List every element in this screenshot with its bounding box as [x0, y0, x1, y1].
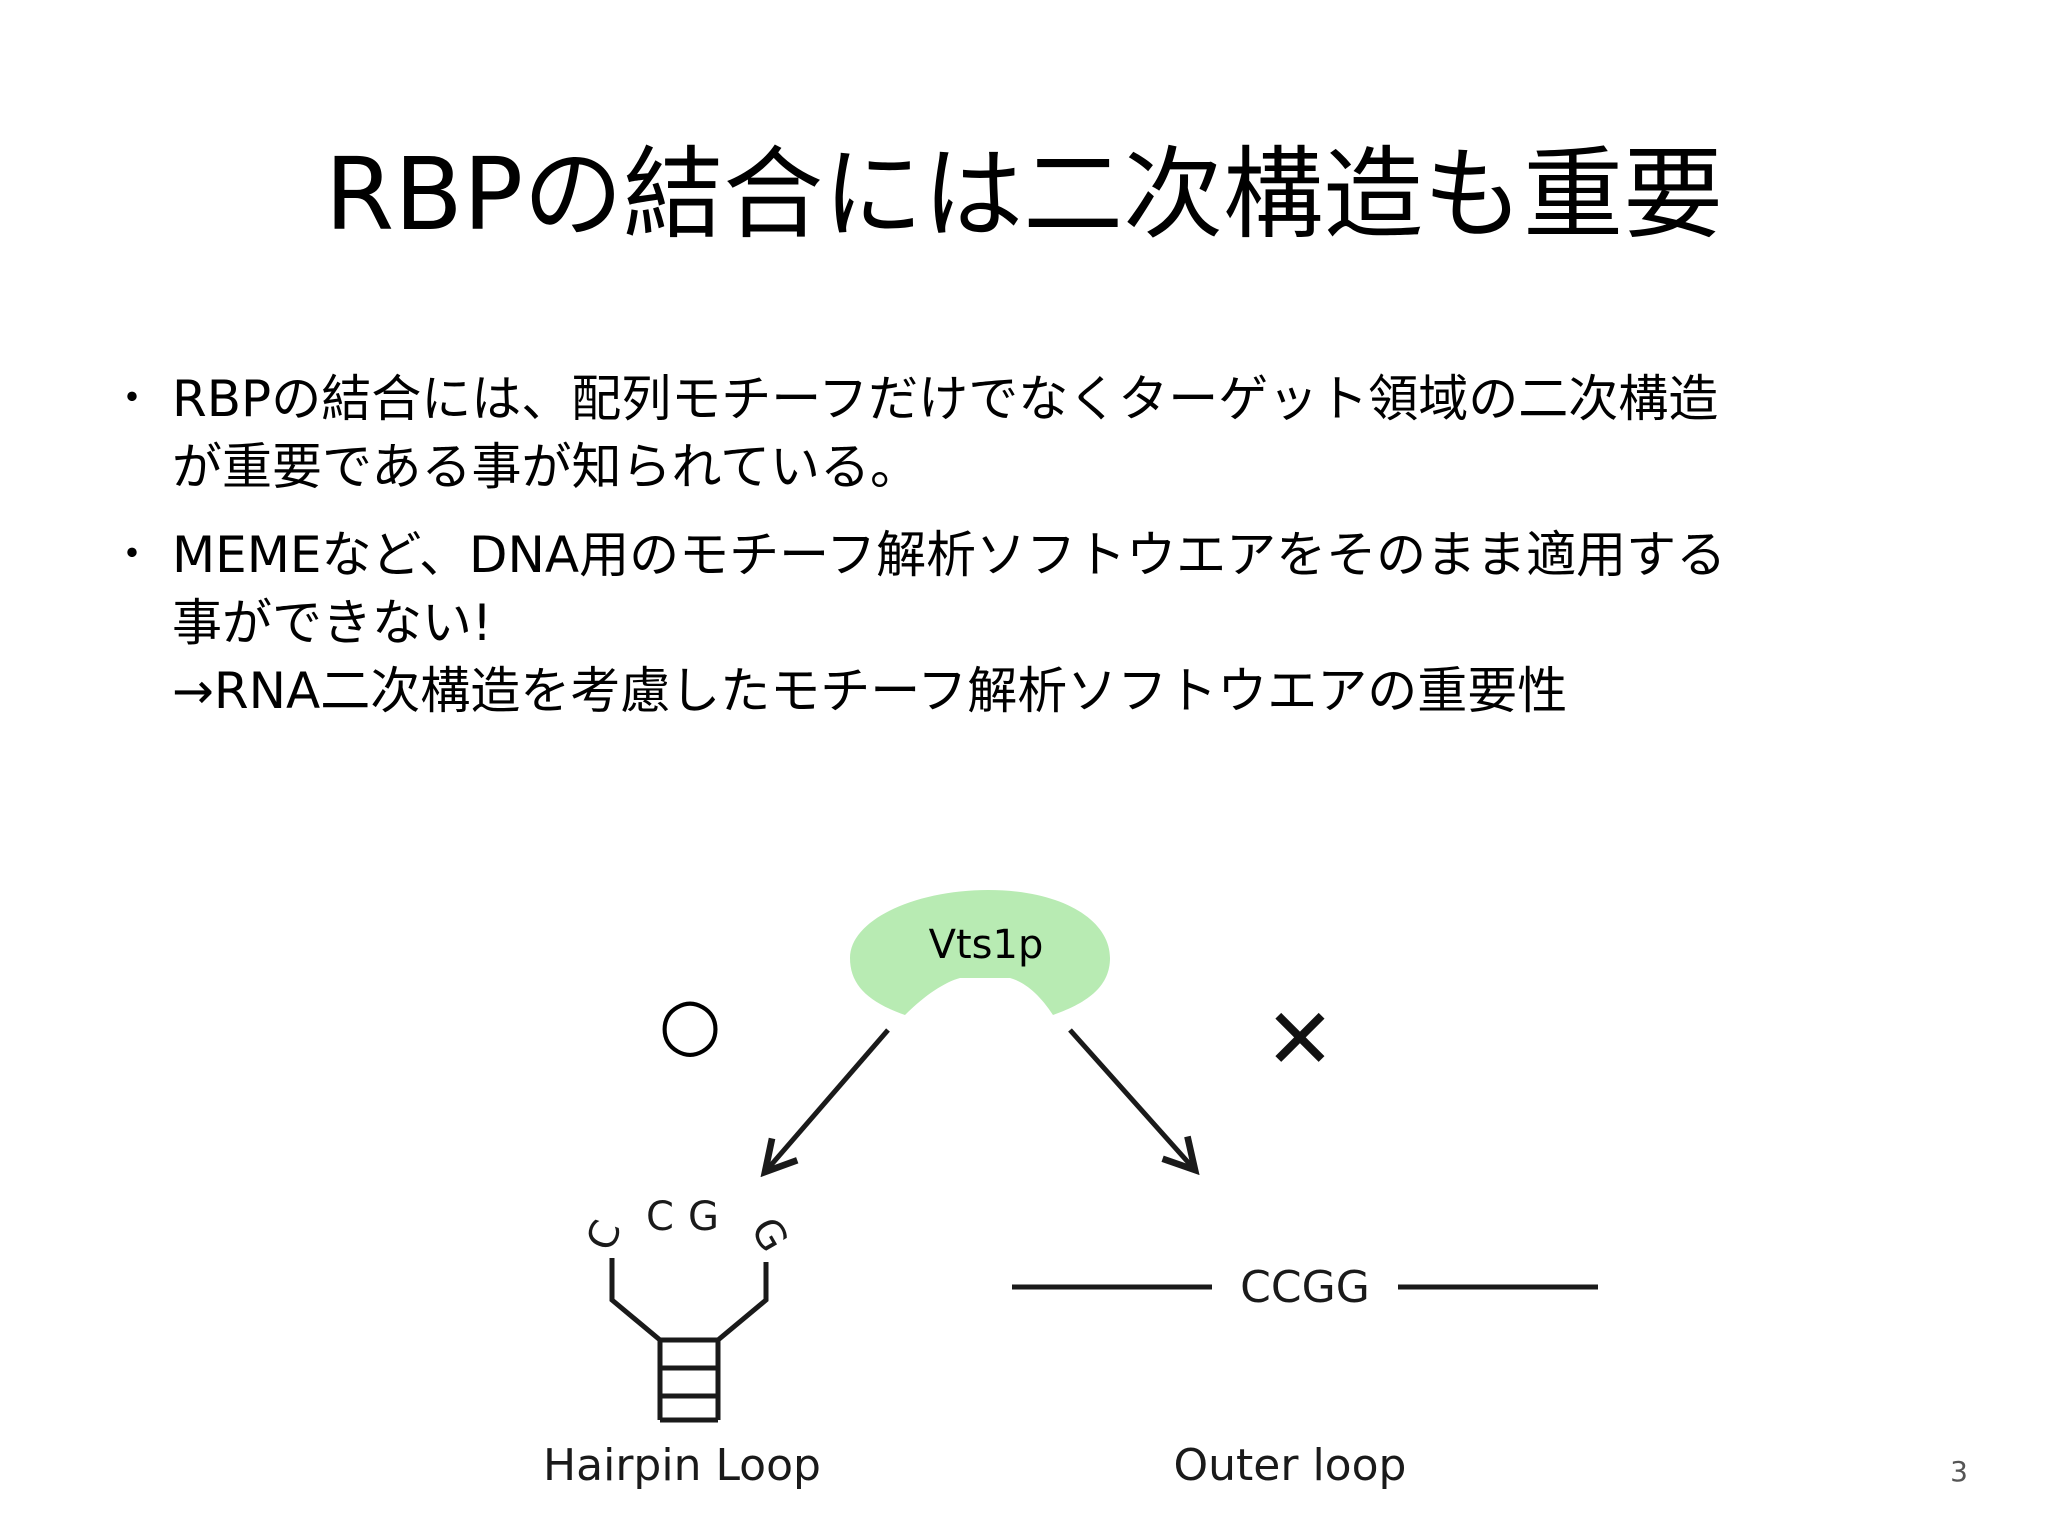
hairpin-loop-letters: C C G G: [578, 1194, 797, 1260]
bullet-list: ・ RBPの結合には、配列モチーフだけでなくターゲット領域の二次構造 が重要であ…: [110, 365, 1990, 725]
slide-title: RBPの結合には二次構造も重要: [324, 136, 1724, 253]
bullet-item: ・ MEMEなど、DNA用のモチーフ解析ソフトウエアをそのまま適用する 事ができ…: [110, 521, 1990, 725]
outer-loop-caption: Outer loop: [1174, 1440, 1407, 1491]
protein-label: Vts1p: [929, 922, 1044, 968]
bullet-text-line: →RNA二次構造を考慮したモチーフ解析ソフトウエアの重要性: [172, 662, 1568, 720]
arrow-to-hairpin: [765, 1028, 890, 1172]
protein-shape: Vts1p: [850, 890, 1110, 1015]
loop-nucleotide: C: [578, 1214, 631, 1256]
bullet-marker: ・: [110, 373, 154, 424]
bullet-text-line: が重要である事が知られている。: [172, 438, 920, 496]
loop-nucleotide: G: [688, 1194, 719, 1240]
bullet-text-line: 事ができない!: [172, 594, 493, 652]
cross-ng-icon: ✕: [1265, 990, 1335, 1088]
outer-loop-sequence: CCGG: [1240, 1262, 1370, 1313]
hairpin-caption: Hairpin Loop: [543, 1440, 821, 1491]
hairpin-left-strand: [609, 1258, 663, 1420]
protein-blob: [850, 890, 1110, 1015]
page-number: 3: [1950, 1455, 1968, 1488]
loop-nucleotide: C: [646, 1194, 674, 1240]
circle-ok-icon: ○: [659, 981, 722, 1065]
bullet-text-line: RBPの結合には、配列モチーフだけでなくターゲット領域の二次構造: [172, 370, 1719, 428]
bullet-text-line: MEMEなど、DNA用のモチーフ解析ソフトウエアをそのまま適用する: [172, 526, 1727, 584]
bullet-item: ・ RBPの結合には、配列モチーフだけでなくターゲット領域の二次構造 が重要であ…: [110, 365, 1990, 501]
hairpin-structure: [609, 1258, 769, 1423]
arrow-to-outer-loop: [1068, 1028, 1195, 1170]
bullet-marker: ・: [110, 529, 154, 580]
loop-nucleotide: G: [741, 1210, 796, 1260]
hairpin-right-strand: [715, 1262, 769, 1420]
outer-loop-structure: CCGG: [1012, 1262, 1598, 1313]
